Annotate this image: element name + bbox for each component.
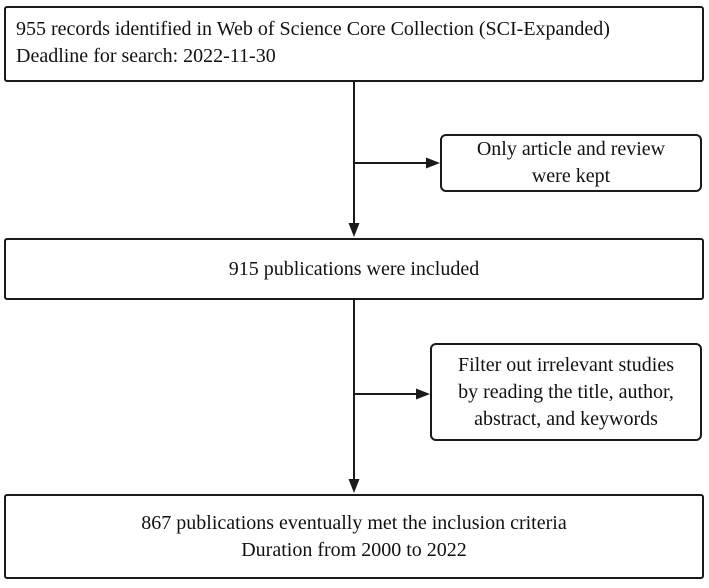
kept-filter-line1: Only article and review — [476, 138, 666, 160]
relevance-filter-line3: abstract, and keywords — [474, 407, 658, 430]
arrow-included-to-final — [348, 300, 360, 493]
relevance-filter-line1: Filter out irrelevant studies — [457, 353, 675, 376]
kept-filter-line2: were kept — [531, 165, 611, 187]
final-inclusion-line1: 867 publications eventually met the incl… — [141, 511, 567, 534]
final-inclusion-line2: Duration from 2000 to 2022 — [241, 538, 467, 561]
node-final-inclusion: 867 publications eventually met the incl… — [4, 494, 704, 579]
records-identified-line1: 955 records identified in Web of Science… — [16, 18, 610, 40]
records-identified-line2: Deadline for search: 2022-11-30 — [16, 45, 276, 67]
node-records-identified: 955 records identified in Web of Science… — [4, 6, 704, 82]
relevance-filter-line2: by reading the title, author, — [458, 380, 674, 403]
node-kept-filter: Only article and review were kept — [440, 134, 702, 192]
arrow-branch-to-relevance-filter — [354, 388, 430, 400]
node-publications-included: 915 publications were included — [4, 238, 704, 300]
node-relevance-filter: Filter out irrelevant studies by reading… — [430, 343, 702, 441]
publications-included-text: 915 publications were included — [228, 257, 480, 280]
arrow-records-to-included — [348, 82, 360, 237]
arrow-branch-to-kept-filter — [354, 157, 440, 169]
